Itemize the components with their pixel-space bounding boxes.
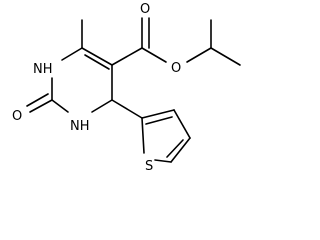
bond-c4-thiophene [111, 99, 143, 119]
bond-c6-c5 [81, 47, 113, 66]
bond-ester-c-o [141, 47, 167, 63]
bond-thiophene-c2-c3-double [145, 116, 173, 125]
atom-o-ester-single: O [171, 61, 181, 76]
atom-o-ester-carbonyl: O [140, 2, 150, 17]
atom-n1: NH [33, 62, 53, 77]
bond-c2-o [29, 99, 53, 113]
bond-c5-ester-carbon [111, 47, 143, 66]
atom-n3: NH [70, 119, 90, 134]
bond-o-isopropyl [186, 47, 212, 63]
bond-c6-n1 [61, 47, 83, 61]
molecule-diagram: O O NH NH O S [12, 2, 241, 174]
bond-thiophene-s-c2 [141, 117, 145, 154]
bond-isopropyl-methyl-2 [210, 47, 241, 66]
bond-thiophene-c4-c5-double [166, 139, 184, 158]
bond-thiophene-c4-c5 [170, 137, 191, 163]
bond-n3-c2 [51, 99, 69, 113]
bond-thiophene-c2-c3 [141, 109, 175, 119]
bond-c2-o-double [26, 93, 49, 107]
bond-thiophene-c3-c4 [173, 109, 191, 139]
structure-canvas: O O NH NH O S [12, 2, 241, 174]
bond-c6-c5-double [84, 54, 110, 70]
bond-c4-n3 [91, 99, 113, 113]
atom-o-urea: O [12, 109, 22, 124]
atom-s-thiophene: S [145, 159, 153, 174]
bond-thiophene-c5-s [154, 159, 172, 163]
